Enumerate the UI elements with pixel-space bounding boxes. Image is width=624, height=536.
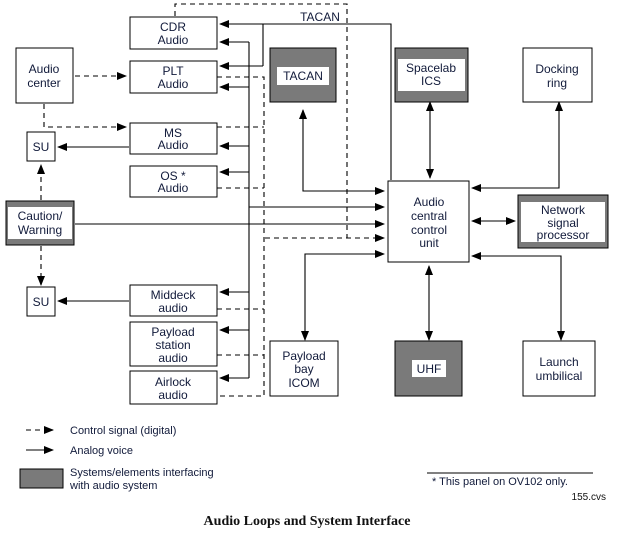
legend-analog-voice: Analog voice xyxy=(70,445,133,457)
svg-text:PLT: PLT xyxy=(162,64,184,78)
node-middeck-audio: Middeck audio xyxy=(129,284,218,317)
svg-text:ring: ring xyxy=(547,76,567,90)
svg-text:Airlock: Airlock xyxy=(155,375,192,389)
node-tacan: TACAN xyxy=(269,47,337,103)
node-audio-center: Audio center xyxy=(15,47,74,104)
node-acu: Audio central control unit xyxy=(387,180,470,263)
svg-text:Caution/: Caution/ xyxy=(18,209,63,223)
svg-text:SU: SU xyxy=(33,295,50,309)
svg-text:center: center xyxy=(27,76,60,90)
umbilical-acu-line xyxy=(471,252,565,341)
svg-text:umbilical: umbilical xyxy=(536,369,583,383)
svg-text:audio: audio xyxy=(158,388,188,402)
svg-text:Audio: Audio xyxy=(158,138,189,152)
svg-text:UHF: UHF xyxy=(417,362,442,376)
svg-text:Payload: Payload xyxy=(282,349,325,363)
node-os-audio: OS * Audio xyxy=(129,165,218,198)
svg-text:Middeck: Middeck xyxy=(151,288,197,302)
figure-caption: Audio Loops and System Interface xyxy=(204,514,411,529)
svg-text:Launch: Launch xyxy=(539,355,578,369)
node-cdr-audio: CDR Audio xyxy=(129,16,218,50)
svg-text:Payload: Payload xyxy=(151,325,194,339)
node-su-bottom: SU xyxy=(26,286,56,317)
footnote: * This panel on OV102 only. xyxy=(432,476,568,488)
tacan-bus-label: TACAN xyxy=(300,10,340,24)
svg-text:CDR: CDR xyxy=(160,20,186,34)
svg-text:Audio: Audio xyxy=(158,33,189,47)
legend-gray-swatch xyxy=(19,468,64,489)
legend-systems-line1: Systems/elements interfacing xyxy=(70,467,214,479)
svg-text:central: central xyxy=(411,209,447,223)
svg-text:control: control xyxy=(411,223,447,237)
svg-text:Spacelab: Spacelab xyxy=(406,61,456,75)
svg-text:Audio: Audio xyxy=(158,77,189,91)
node-network-signal-processor: Network signal processor xyxy=(517,194,609,249)
tacan-acu-line xyxy=(299,109,385,195)
svg-text:ICS: ICS xyxy=(421,74,441,88)
svg-text:processor: processor xyxy=(537,228,590,242)
connections xyxy=(37,3,565,397)
node-uhf: UHF xyxy=(394,340,463,397)
svg-text:Audio: Audio xyxy=(414,195,445,209)
svg-text:audio: audio xyxy=(158,351,188,365)
node-spacelab-ics: Spacelab ICS xyxy=(394,47,469,103)
node-payload-station-audio: Payload station audio xyxy=(129,321,218,367)
node-su-top: SU xyxy=(26,131,56,162)
svg-text:Audio: Audio xyxy=(158,181,189,195)
node-payload-bay-icom: Payload bay ICOM xyxy=(269,340,339,397)
svg-text:station: station xyxy=(155,338,190,352)
svg-text:Audio: Audio xyxy=(29,62,60,76)
control-bus-vertical xyxy=(217,76,265,397)
node-ms-audio: MS Audio xyxy=(129,122,218,155)
svg-text:audio: audio xyxy=(158,301,188,315)
icom-acu-line xyxy=(301,250,385,341)
svg-text:Docking: Docking xyxy=(535,62,578,76)
svg-text:MS: MS xyxy=(164,126,182,140)
svg-text:Warning: Warning xyxy=(18,223,62,237)
svg-text:bay: bay xyxy=(294,362,313,376)
node-airlock-audio: Airlock audio xyxy=(129,370,218,405)
svg-text:Network: Network xyxy=(541,203,586,217)
legend-systems-line2: with audio system xyxy=(69,480,157,492)
node-caution-warning: Caution/ Warning xyxy=(5,200,75,246)
node-docking-ring: Docking ring xyxy=(522,47,593,103)
node-launch-umbilical: Launch umbilical xyxy=(522,340,596,397)
legend: Control signal (digital) Analog voice Sy… xyxy=(19,425,214,492)
svg-text:TACAN: TACAN xyxy=(283,69,323,83)
svg-text:signal: signal xyxy=(547,216,578,230)
node-plt-audio: PLT Audio xyxy=(129,60,218,94)
svg-text:unit: unit xyxy=(419,236,439,250)
svg-text:OS *: OS * xyxy=(160,169,186,183)
svg-text:ICOM: ICOM xyxy=(288,376,319,390)
docking-acu-line xyxy=(471,101,563,192)
legend-control-signal: Control signal (digital) xyxy=(70,425,176,437)
svg-text:SU: SU xyxy=(33,140,50,154)
file-ref: 155.cvs xyxy=(572,492,606,503)
audio-center-to-ms xyxy=(43,104,127,131)
